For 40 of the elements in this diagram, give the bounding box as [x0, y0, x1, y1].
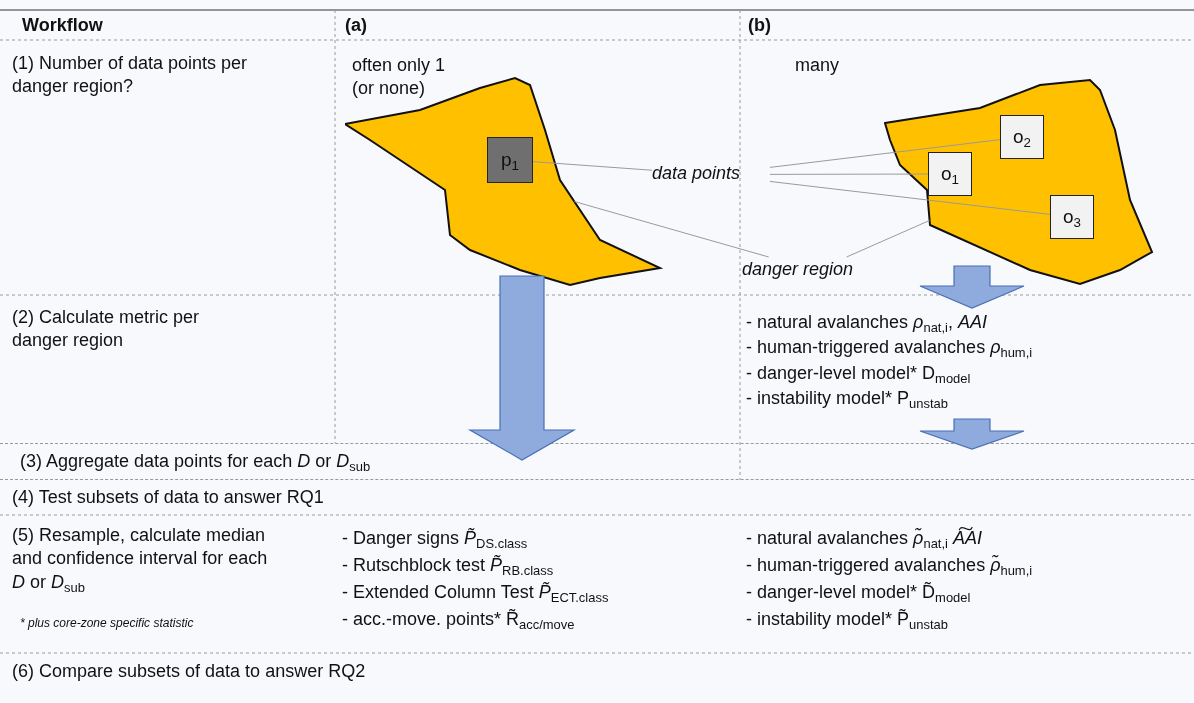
- step-text: (6) Compare subsets of data to answer RQ2: [12, 660, 367, 683]
- step-text: (4) Test subsets of data to answer RQ1: [12, 486, 325, 509]
- data-point-box: p$_{1}$: [487, 137, 533, 183]
- block-arrow: [467, 275, 577, 461]
- block-arrow: [919, 418, 1025, 450]
- step-text: (3) Aggregate data points for each D or D$_{sub}$: [20, 451, 371, 472]
- step-text: (2) Calculate metric per danger region: [12, 306, 201, 353]
- block-arrow: [919, 265, 1025, 309]
- callout-text: danger region: [742, 257, 890, 284]
- column-header: (a): [345, 14, 368, 37]
- column-note: many: [795, 54, 840, 77]
- column-header: Workflow: [22, 14, 104, 37]
- list-item: - human-triggered avalanches ρ̃$_{hum,i}$: [746, 554, 1033, 578]
- column-note: often only 1 (or none): [352, 54, 447, 101]
- list-item: - Rutschblock test P̃$_{RB.class}$: [342, 554, 554, 578]
- list-item: - Danger signs P̃$_{DS.class}$: [342, 527, 528, 551]
- list-item: - instability model* P$_{unstab}$: [746, 386, 949, 411]
- data-point-box: o$_{2}$: [1000, 115, 1044, 159]
- list-item: - human-triggered avalanches ρ$_{hum,i}$: [746, 336, 1034, 360]
- leader-line: [769, 139, 1001, 168]
- list-item: - instability model* P̃$_{unstab}$: [746, 608, 948, 632]
- callout-text: data points: [652, 161, 770, 188]
- leader-line: [846, 219, 931, 258]
- leader-line: [769, 173, 929, 175]
- column-header: (b): [748, 14, 772, 37]
- data-point-box: o$_{3}$: [1050, 195, 1094, 239]
- data-point-box: o$_{1}$: [928, 152, 972, 196]
- list-item: - danger-level model* D$_{model}$: [746, 361, 972, 385]
- danger-region-shape: [884, 76, 1154, 286]
- list-item: - danger-level model* D̃$_{model}$: [746, 581, 971, 605]
- list-item: - natural avalanches ρ$_{nat,i}$, AAI: [746, 311, 988, 335]
- leader-line: [769, 180, 1051, 215]
- leader-line: [532, 161, 653, 171]
- leader-line: [573, 201, 770, 258]
- footnote: * plus core-zone specific statistic: [20, 616, 194, 632]
- list-item: - natural avalanches ρ̃$_{nat,i}$ A͠AI: [746, 527, 982, 551]
- step-text: (5) Resample, calculate median and confidence interval for each D or D$_{sub}$: [12, 524, 269, 595]
- list-item: - acc.-move. points* R̃$_{acc/move}$: [342, 608, 575, 632]
- list-item: - Extended Column Test P̃$_{ECT.class}$: [342, 581, 609, 605]
- step-text: (1) Number of data points per danger region?: [12, 52, 249, 99]
